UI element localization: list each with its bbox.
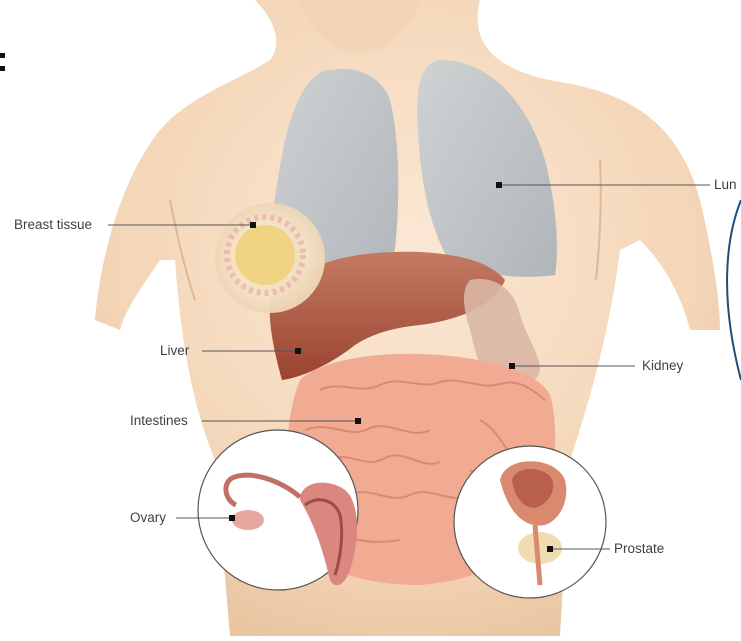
marker-kidney <box>509 363 515 369</box>
label-ovary: Ovary <box>130 510 166 526</box>
marker-breast <box>250 222 256 228</box>
label-kidney: Kidney <box>642 358 683 374</box>
label-liver: Liver <box>160 343 189 359</box>
marker-liver <box>295 348 301 354</box>
marker-lung <box>496 182 502 188</box>
corner-dots <box>0 53 5 71</box>
label-intestines: Intestines <box>130 413 188 429</box>
marker-ovary <box>229 515 235 521</box>
breast-glands <box>235 225 295 285</box>
marker-intestines <box>355 418 361 424</box>
marker-prostate <box>547 546 553 552</box>
label-lung: Lun <box>714 177 737 193</box>
label-prostate: Prostate <box>614 541 664 557</box>
label-breast-tissue: Breast tissue <box>14 217 92 233</box>
blue-arc <box>727 200 741 380</box>
